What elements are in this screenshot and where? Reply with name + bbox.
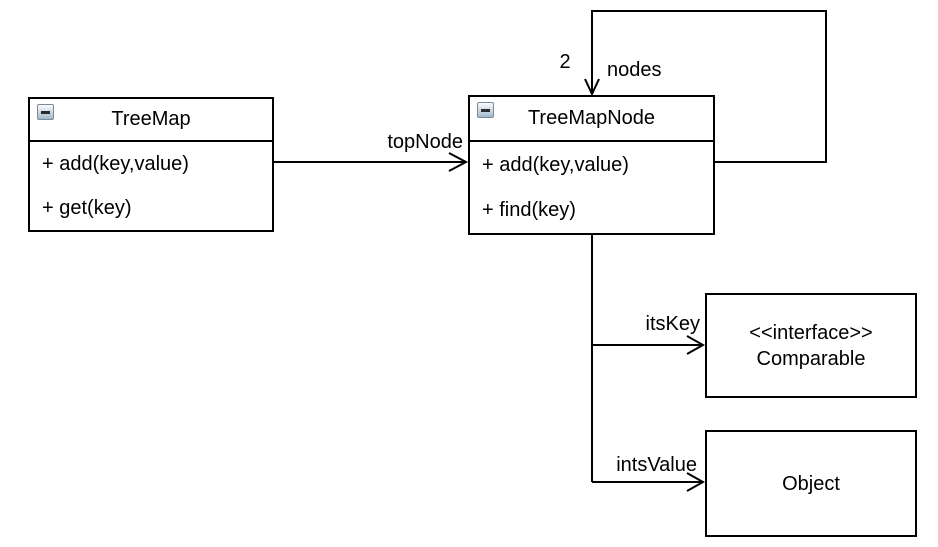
- itskey-association-line[interactable]: [592, 335, 706, 355]
- minus-icon[interactable]: [477, 102, 494, 118]
- minus-bar: [481, 108, 490, 112]
- method-add: + add(key,value): [482, 153, 629, 176]
- interface-stereotype: <<interface>>: [749, 321, 873, 344]
- method-find: + find(key): [482, 199, 576, 221]
- intsvalue-label: intsValue: [616, 454, 697, 476]
- intsvalue-association-line[interactable]: [592, 472, 706, 492]
- topnode-label: topNode: [387, 131, 463, 153]
- class-body-treemap: + add(key,value) + get(key): [30, 142, 272, 230]
- topnode-association-line[interactable]: [274, 152, 469, 172]
- intsvalue-arrowhead-icon: [686, 472, 706, 492]
- interface-name: Comparable: [756, 347, 866, 370]
- minus-icon[interactable]: [37, 104, 54, 120]
- method-add: + add(key,value): [42, 153, 189, 175]
- class-title-treemap: TreeMap: [111, 108, 191, 130]
- class-header-treemapnode: TreeMapNode: [470, 97, 713, 142]
- interface-box-comparable[interactable]: <<interface>> Comparable: [705, 293, 917, 398]
- itskey-arrowhead-icon: [686, 335, 706, 355]
- nodes-self-association-line[interactable]: [584, 10, 827, 163]
- nodes-arrowhead-icon: [584, 78, 600, 97]
- topnode-arrowhead-icon: [448, 152, 469, 172]
- method-get: + get(key): [42, 197, 132, 219]
- class-box-treemapnode[interactable]: TreeMapNode + add(key,value) + find(key): [468, 95, 715, 235]
- object-box[interactable]: Object: [705, 430, 917, 537]
- nodes-multiplicity-label: 2: [559, 51, 571, 73]
- class-box-treemap[interactable]: TreeMap + add(key,value) + get(key): [28, 97, 274, 232]
- class-title-treemapnode: TreeMapNode: [527, 107, 656, 129]
- class-body-treemapnode: + add(key,value) + find(key): [470, 142, 713, 233]
- nodes-label: nodes: [607, 59, 662, 81]
- itskey-label: itsKey: [645, 313, 700, 335]
- class-header-treemap: TreeMap: [30, 99, 272, 142]
- object-name: Object: [782, 472, 840, 495]
- minus-bar: [41, 110, 50, 114]
